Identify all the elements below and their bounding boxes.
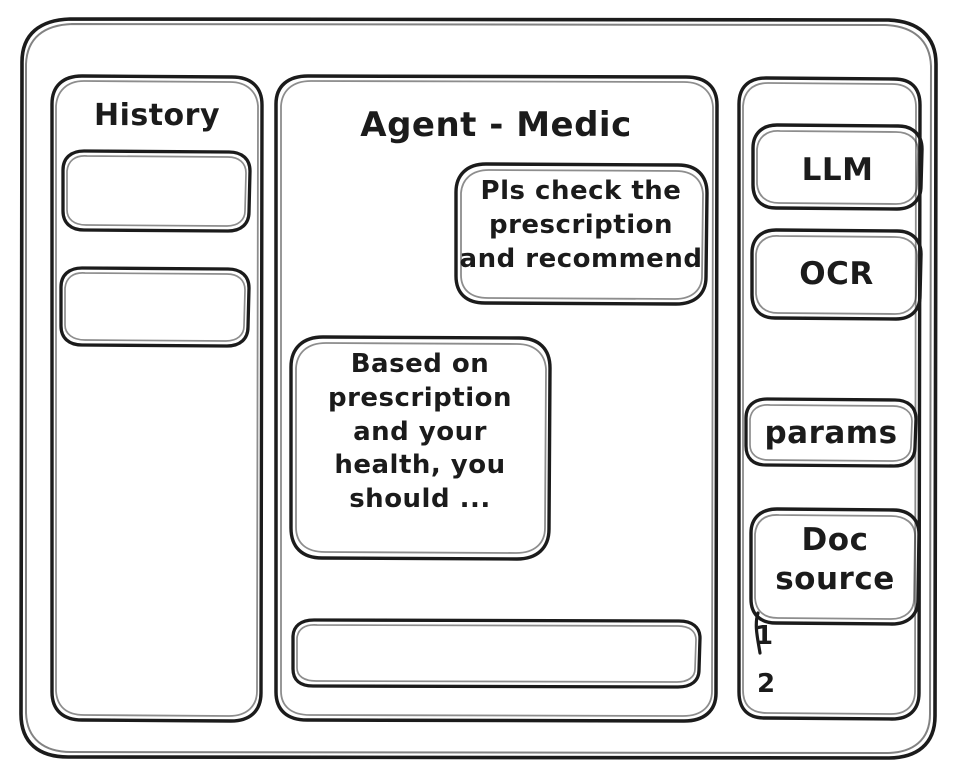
history-panel-title: History [93, 98, 221, 133]
assistant-message-bubble: Based on prescription and your health, y… [327, 349, 512, 515]
ocr-button[interactable]: OCR [799, 256, 874, 292]
doc-source-item-1[interactable]: 1 [755, 621, 774, 651]
message-input[interactable] [293, 620, 700, 687]
history-list-item-1[interactable] [63, 151, 251, 231]
history-list-item-2[interactable] [61, 268, 250, 346]
user-message-bubble: Pls check the prescription and recommend [459, 176, 703, 274]
agent-panel-title: Agent - Medic [360, 105, 632, 145]
llm-button[interactable]: LLM [801, 152, 874, 188]
doc-source-item-2[interactable]: 2 [757, 669, 776, 699]
doc-source-button[interactable]: Doc source [775, 522, 895, 598]
params-button[interactable]: params [764, 415, 898, 451]
